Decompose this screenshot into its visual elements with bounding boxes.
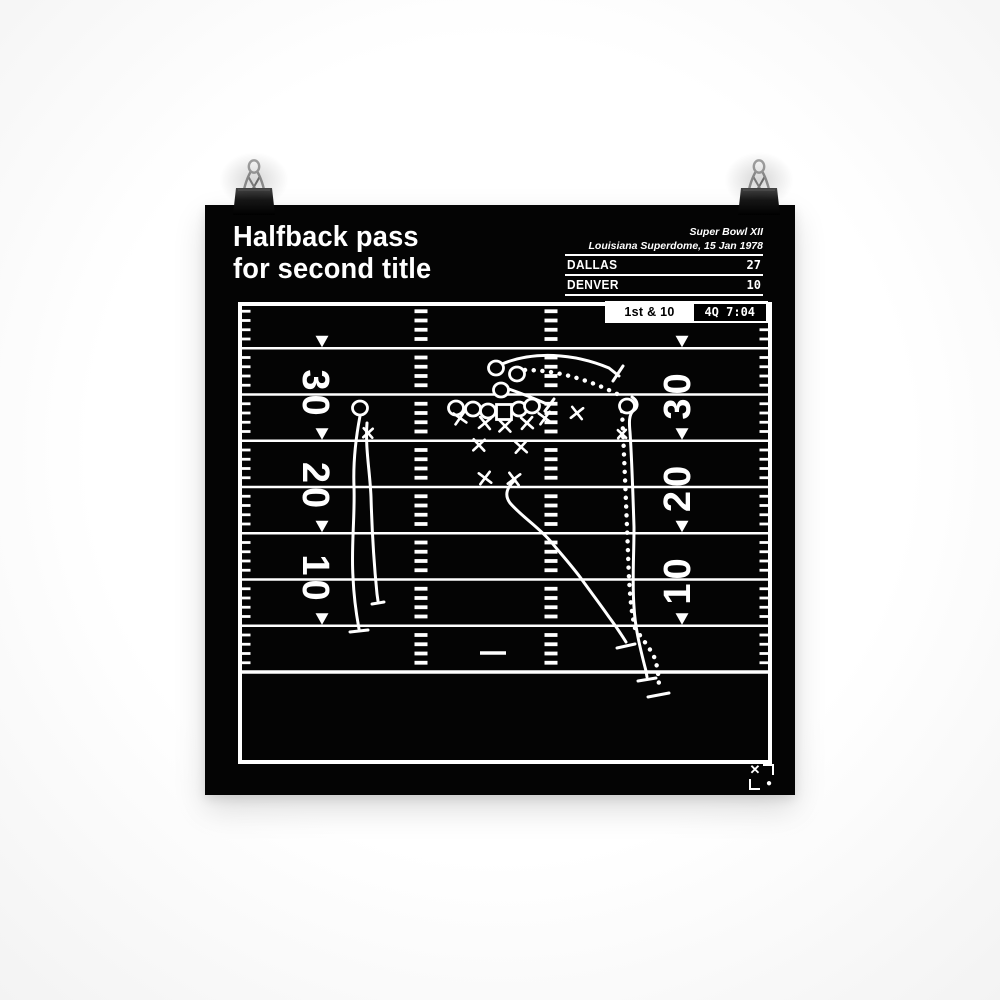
route-end-bar (636, 676, 658, 683)
direction-triangle (675, 520, 689, 533)
game-clock: 4Q 7:04 (694, 303, 766, 321)
defense-marker (569, 405, 585, 421)
direction-triangle (315, 335, 329, 348)
defense-marker (452, 410, 468, 426)
defense-marker (537, 410, 553, 426)
offense-player (487, 359, 505, 377)
field-border (238, 302, 772, 764)
offense-player (351, 399, 369, 417)
defense-x-stroke (361, 427, 375, 439)
defense-x-stroke (472, 438, 486, 452)
offense-player (464, 400, 482, 418)
defense-marker (472, 438, 486, 452)
logo-corner-bottom-left-icon (749, 779, 760, 790)
defense-marker (477, 470, 493, 486)
down-distance: 1st & 10 (624, 305, 675, 319)
route-left-trail-line (365, 421, 380, 603)
event-name: Super Bowl XII (689, 226, 763, 238)
yard-number-left: 30 (294, 369, 336, 419)
offense-player (523, 397, 541, 415)
offense-player (447, 399, 465, 417)
route-end-bar (543, 397, 556, 413)
direction-triangle (675, 613, 689, 625)
defense-x-stroke (539, 410, 551, 426)
offense-player (479, 402, 497, 420)
defense-marker (519, 415, 535, 431)
scoreboard-row-denver: DENVER 10 (565, 276, 763, 296)
poster-title: Halfback pass for second title (233, 221, 431, 285)
binder-clip-left-icon (218, 151, 290, 215)
logo-x-glyph: ✕ (749, 762, 761, 777)
playmaker-logo: ✕ ● (749, 762, 775, 790)
yard-number-left: 20 (294, 462, 336, 512)
direction-triangle (315, 520, 329, 533)
scoreboard-row-dallas: DALLAS 27 (565, 256, 763, 276)
direction-triangle (675, 428, 689, 440)
offense-player (508, 365, 526, 383)
defense-x-stroke (454, 410, 466, 426)
event-venue-date: Louisiana Superdome, 15 Jan 1978 (588, 239, 764, 252)
defense-x-stroke (506, 473, 522, 485)
center-player-square (495, 403, 513, 421)
route-end-bar (646, 691, 671, 699)
yard-number-left: 10 (294, 554, 336, 604)
yard-number-right: 20 (657, 462, 699, 512)
defense-x-stroke (477, 416, 493, 430)
clip-shadow (218, 151, 290, 209)
direction-triangle (315, 613, 329, 625)
logo-corner-top-right-icon (763, 764, 774, 775)
yard-number-right: 10 (657, 554, 699, 604)
route-end-bar (370, 600, 386, 606)
route-end-bar (348, 628, 370, 634)
defense-x-stroke (479, 470, 491, 486)
field-diagram: 30 30 20 20 10 10 1st & 10 4Q 7:04 (238, 301, 772, 764)
defense-marker (361, 426, 375, 440)
defense-x-stroke (498, 419, 512, 433)
logo-dot-glyph: ● (765, 778, 773, 789)
defense-marker (616, 428, 628, 440)
route-qb-roll (504, 386, 551, 407)
defense-x-stroke (569, 406, 585, 420)
football-field-svg: 30 30 20 20 10 10 (238, 302, 772, 764)
yard-number-right: 30 (657, 369, 699, 419)
direction-triangle (675, 335, 689, 348)
event-header: Super Bowl XII Louisiana Superdome, 15 J… (589, 226, 764, 253)
defense-x-stroke (514, 439, 528, 455)
route-pitch-pass (522, 367, 626, 400)
defense-x-stroke (520, 415, 534, 431)
route-end-bar (615, 642, 637, 650)
route-middle-run (505, 478, 628, 644)
route-sweep-arc (500, 353, 621, 378)
team-score: 10 (746, 278, 761, 292)
offense-player (492, 381, 510, 399)
defense-marker (477, 415, 493, 431)
defense-x-stroke (616, 428, 628, 440)
poster-title-line1: Halfback pass (233, 221, 419, 253)
team-name: DENVER (567, 278, 619, 292)
defense-marker (506, 471, 522, 487)
poster-title-line2: for second title (233, 253, 432, 285)
team-score: 27 (746, 258, 761, 272)
offense-player (618, 397, 636, 415)
defense-marker (498, 419, 512, 433)
route-end-bar (611, 364, 625, 383)
binder-clip-right-icon (723, 151, 795, 215)
team-name: DALLAS (567, 258, 618, 272)
clip-shadow (723, 151, 795, 209)
route-ball-carrier-dotted (619, 408, 662, 693)
direction-triangle (315, 428, 329, 440)
defense-marker (513, 439, 529, 455)
situation-badge: 1st & 10 4Q 7:04 (605, 301, 768, 323)
route-left-receiver-route (350, 414, 362, 631)
poster: Halfback pass for second title Super Bow… (205, 151, 795, 795)
scoreboard: DALLAS 27 DENVER 10 (565, 254, 763, 296)
